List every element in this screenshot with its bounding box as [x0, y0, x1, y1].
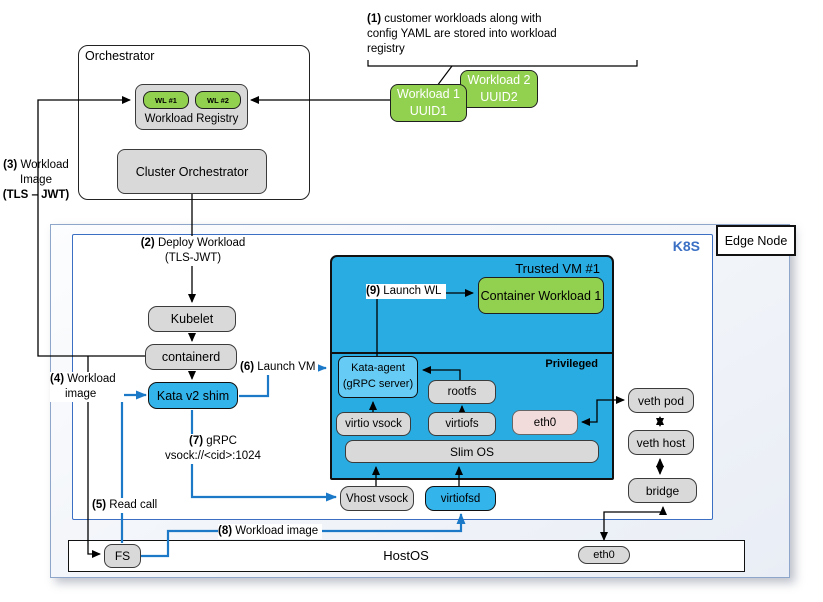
vhost-vsock-box: Vhost vsock [340, 486, 414, 511]
workload-registry-label: Workload Registry [144, 113, 239, 125]
kata-agent-box: Kata-agent (gRPC server) [338, 356, 418, 398]
host-eth0-box: eth0 [578, 546, 630, 564]
virtiofs-box: virtiofs [428, 412, 496, 436]
workload2-box: Workload 2 UUID2 [460, 70, 538, 108]
k8s-label: K8S [672, 238, 700, 254]
step7-note: (7) gRPC vsock://<cid>:1024 [143, 434, 283, 465]
virtio-vsock-box: virtio vsock [336, 412, 411, 436]
wl2-pill: WL #2 [195, 91, 241, 109]
veth-host-box: veth host [628, 430, 694, 455]
wl1-pill: WL #1 [143, 91, 189, 109]
workload1-box: Workload 1 UUID1 [390, 84, 467, 122]
kubelet-box: Kubelet [148, 306, 236, 332]
step4-note: (4) Workload image [50, 372, 124, 403]
step2-note: (2) Deploy Workload (TLS-JWT) [140, 236, 246, 267]
note1-bracket [367, 60, 638, 67]
containerd-box: containerd [145, 344, 237, 370]
orchestrator-title: Orchestrator [85, 49, 155, 63]
step8-note: (8) Workload image [218, 524, 322, 540]
container-workload-box: Container Workload 1 [478, 277, 604, 314]
kata-shim-box: Kata v2 shim [148, 382, 238, 409]
workload-registry-box: WL #1 WL #2 Workload Registry [135, 84, 248, 130]
virtiofsd-box: virtiofsd [425, 486, 496, 511]
step5-note: (5) Read call [92, 498, 166, 514]
vm-eth0-box: eth0 [512, 410, 578, 435]
rootfs-box: rootfs [428, 380, 496, 404]
hostos-label: HostOS [383, 548, 429, 563]
bridge-box: bridge [628, 478, 697, 503]
step3-note: (3) Workload Image (TLS – JWT) [2, 159, 70, 202]
privileged-label: Privileged [545, 358, 598, 370]
step1-note: (1) customer workloads along with config… [367, 13, 557, 56]
step6-note: (6) Launch VM [240, 360, 318, 376]
veth-pod-box: veth pod [628, 388, 694, 413]
edge-node-label-box: Edge Node [716, 225, 796, 256]
note1-pointer [436, 65, 453, 87]
slim-os-box: Slim OS [345, 440, 599, 463]
step9-note: (9) Launch WL [366, 284, 446, 300]
cluster-orchestrator-box: Cluster Orchestrator [117, 149, 267, 194]
trusted-vm-title: Trusted VM #1 [515, 261, 600, 276]
fs-box: FS [104, 544, 141, 568]
